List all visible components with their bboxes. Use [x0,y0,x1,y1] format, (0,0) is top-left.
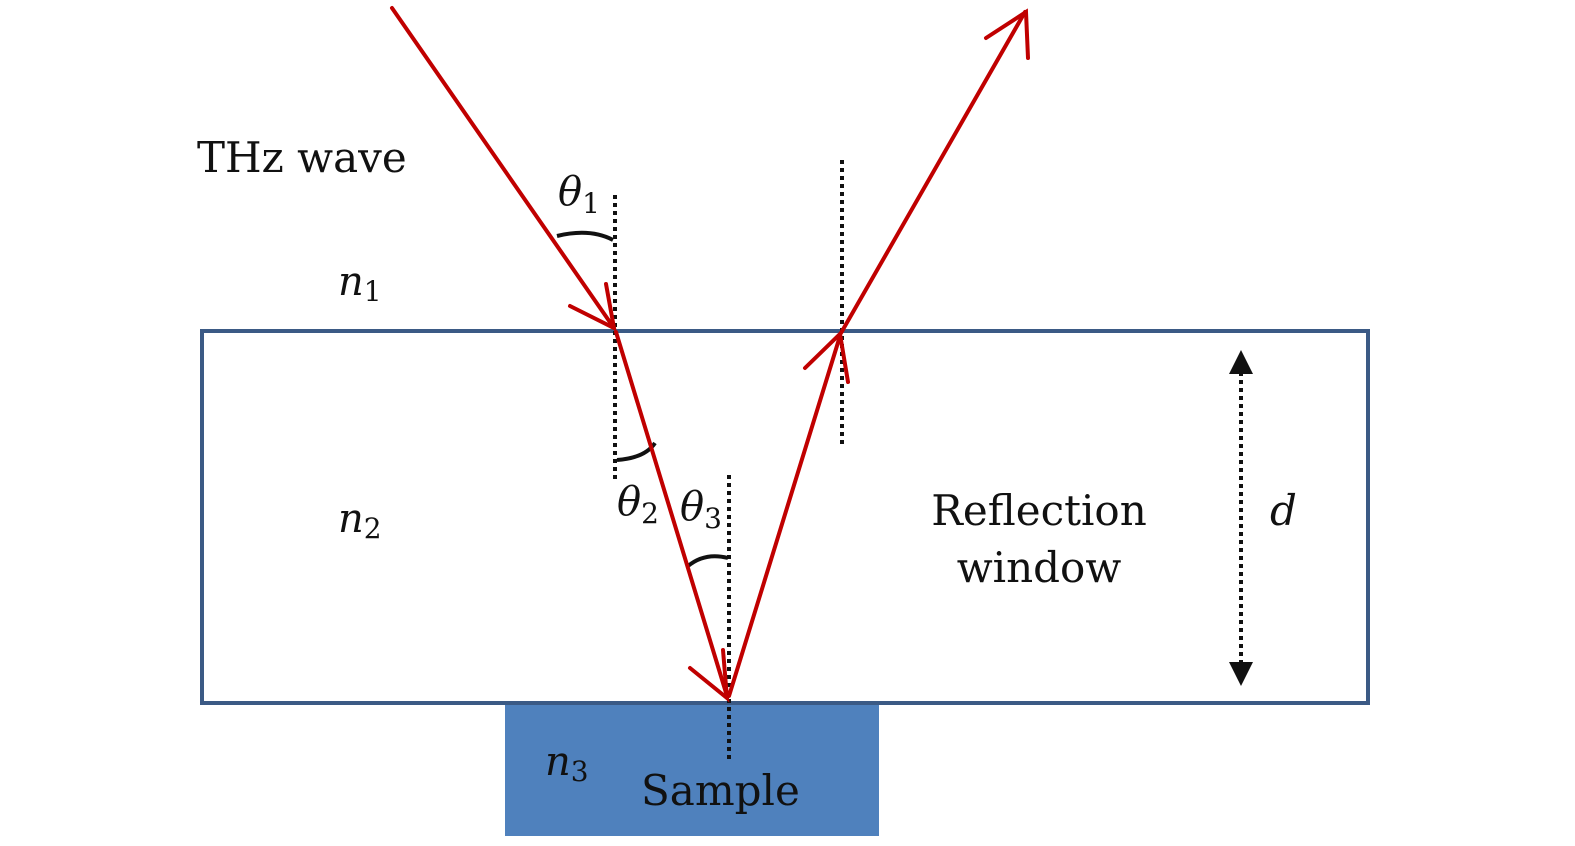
theta1-subscript: 1 [582,187,600,220]
window-label-line1: Reflection [931,486,1147,535]
window-label-line2: window [957,543,1122,592]
theta3-symbol: θ [680,484,704,530]
theta3-subscript: 3 [704,502,722,535]
n1-symbol: n [338,259,364,305]
thickness-arrow-down-icon [1229,662,1253,686]
angle-arc-theta3 [686,554,729,568]
refracted-ray [614,330,729,698]
n3-label: n3 [545,739,589,788]
n2-symbol: n [338,496,364,542]
n3-symbol: n [545,739,571,785]
theta2-label: θ2 [617,479,659,530]
n1-subscript: 1 [364,275,382,308]
sample-block [505,705,879,836]
outgoing-arrowhead-icon [984,8,1030,60]
theta2-symbol: θ [617,479,641,525]
refracted-arrowhead-icon [688,648,730,703]
theta1-label: θ1 [558,169,600,220]
thickness-arrow-up-icon [1229,350,1253,374]
angle-arc-theta2 [616,441,657,462]
angle-arc-theta1 [556,230,614,242]
n2-subscript: 2 [364,512,382,545]
incident-ray [390,6,616,330]
theta1-symbol: θ [558,169,582,215]
theta2-subscript: 2 [641,497,659,530]
sample-label: Sample [641,766,800,815]
n2-label: n2 [338,496,382,545]
thz-wave-label: THz wave [197,133,407,182]
incident-arrowhead-icon [568,282,617,332]
reflected-ray-inside [727,334,842,698]
n1-label: n1 [338,259,382,308]
reflection-window [200,329,1370,705]
outgoing-ray [839,10,1027,335]
n3-subscript: 3 [571,755,589,788]
theta3-label: θ3 [680,484,722,535]
thickness-label: d [1270,486,1297,535]
